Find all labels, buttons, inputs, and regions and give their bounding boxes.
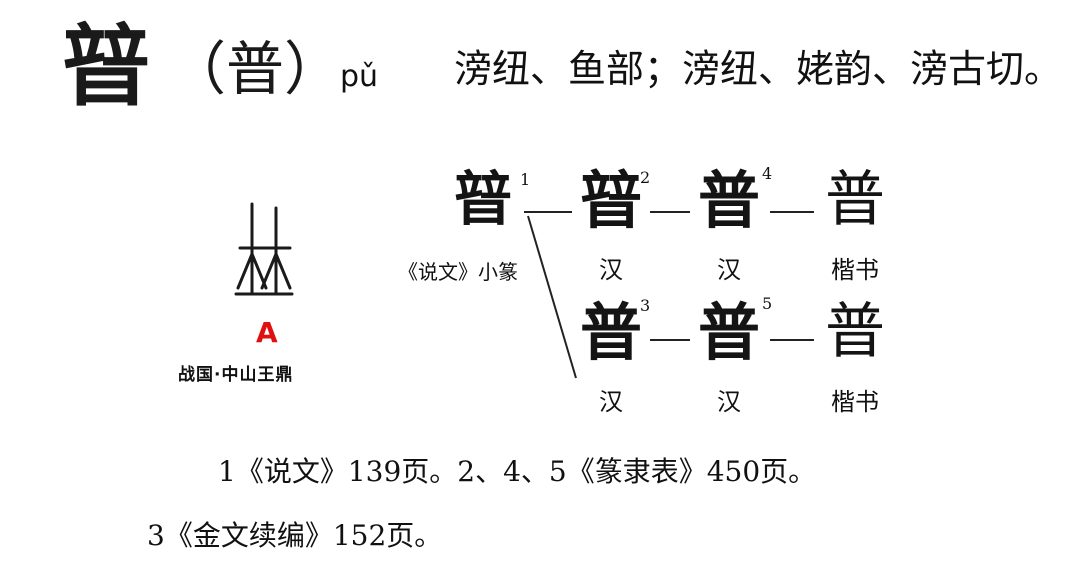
seal-glyph: 暜 bbox=[453, 165, 512, 233]
bottom-label-kaishu: 楷书 bbox=[831, 388, 879, 416]
source-note-1: 1《说文》139页。2、4、5《篆隶表》450页。 bbox=[218, 455, 817, 488]
bottom-glyph-han-3: 普 bbox=[579, 296, 642, 369]
bottom-label-han-3: 汉 bbox=[599, 388, 623, 416]
top-glyph-kaishu: 普 bbox=[825, 165, 885, 235]
bronze-source-label: 战国·中山王鼎 bbox=[178, 365, 294, 385]
source-note-2: 3《金文续编》152页。 bbox=[147, 519, 443, 552]
top-label-han-4: 汉 bbox=[717, 256, 741, 284]
top-glyph-han-4: 普 bbox=[697, 164, 760, 237]
top-label-kaishu: 楷书 bbox=[831, 256, 879, 284]
top-footnote-4: 4 bbox=[762, 164, 773, 183]
top-label-han-2: 汉 bbox=[599, 256, 623, 284]
phonology-note: 滂纽、鱼部；滂纽、姥韵、滂古切。 bbox=[454, 47, 1063, 91]
top-footnote-2: 2 bbox=[640, 168, 651, 187]
bottom-glyph-kaishu: 普 bbox=[825, 297, 885, 367]
headword-pinyin: pǔ bbox=[340, 59, 379, 94]
bottom-footnote-3: 3 bbox=[640, 296, 651, 315]
top-glyph-han-2: 暜 bbox=[579, 164, 642, 237]
link-seal-to-bottom bbox=[527, 215, 577, 379]
bottom-footnote-5: 5 bbox=[762, 294, 773, 313]
bottom-glyph-han-5: 普 bbox=[697, 296, 760, 369]
seal-footnote: 1 bbox=[520, 170, 531, 189]
bronze-inscription-glyph bbox=[234, 202, 294, 296]
bottom-label-han-5: 汉 bbox=[717, 388, 741, 416]
figure-marker-a: A bbox=[256, 316, 278, 349]
headword-variant: （普） bbox=[168, 35, 343, 103]
headword-character: 暜 bbox=[62, 14, 151, 118]
seal-label: 《说文》小篆 bbox=[398, 260, 518, 284]
